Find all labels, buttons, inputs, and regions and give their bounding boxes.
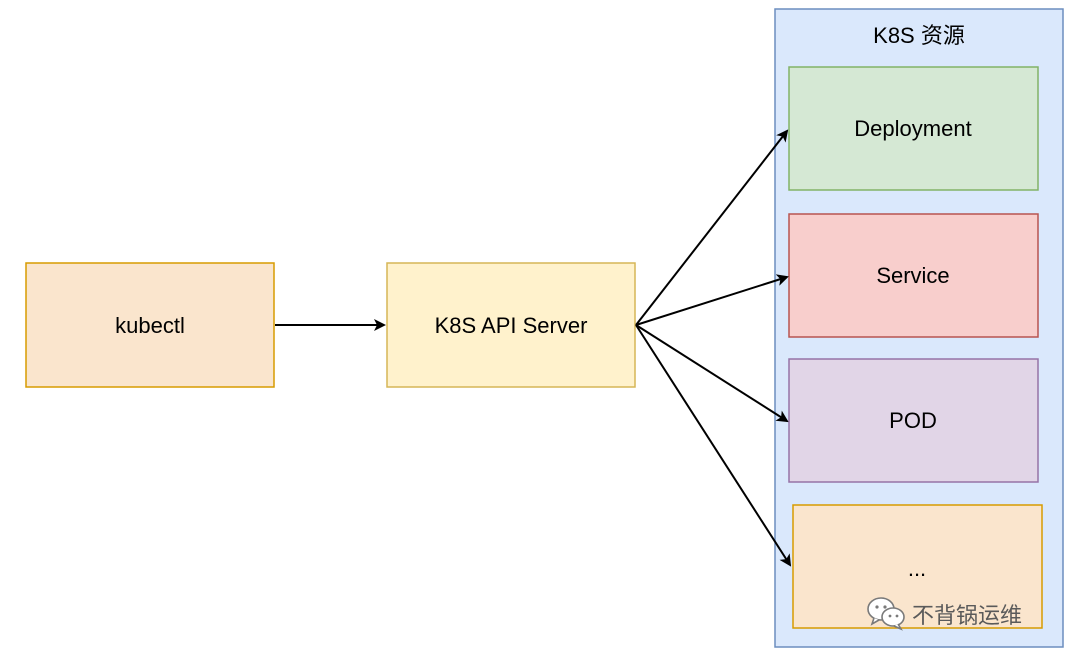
service-node: Service	[788, 213, 1039, 338]
pod-node: POD	[788, 358, 1039, 483]
watermark-text: 不背锅运维	[912, 604, 1022, 629]
kubectl-node: kubectl	[25, 262, 275, 388]
wechat-icon	[867, 597, 905, 631]
deployment-box	[788, 66, 1039, 191]
deployment-label: Deployment	[854, 116, 971, 141]
kubectl-box	[25, 262, 275, 388]
edges	[275, 129, 792, 567]
pod-label: POD	[889, 408, 937, 433]
more-box	[792, 504, 1043, 629]
api-server-node: K8S API Server	[386, 262, 636, 388]
pod-box	[788, 358, 1039, 483]
kubectl-label: kubectl	[115, 313, 185, 338]
api-server-box	[386, 262, 636, 388]
more-label: ...	[908, 556, 926, 581]
service-box	[788, 213, 1039, 338]
more-node: ...	[792, 504, 1043, 629]
watermark: 不背锅运维	[867, 597, 1022, 631]
edge-api-server-to-more	[635, 324, 792, 567]
edge-api-server-to-service	[635, 274, 789, 326]
edge-api-server-to-pod	[635, 324, 789, 423]
edge-api-server-to-deployment	[635, 129, 789, 326]
resources-group-title: K8S 资源	[873, 23, 965, 48]
deployment-node: Deployment	[788, 66, 1039, 191]
service-label: Service	[876, 263, 949, 288]
api-server-label: K8S API Server	[435, 313, 588, 338]
